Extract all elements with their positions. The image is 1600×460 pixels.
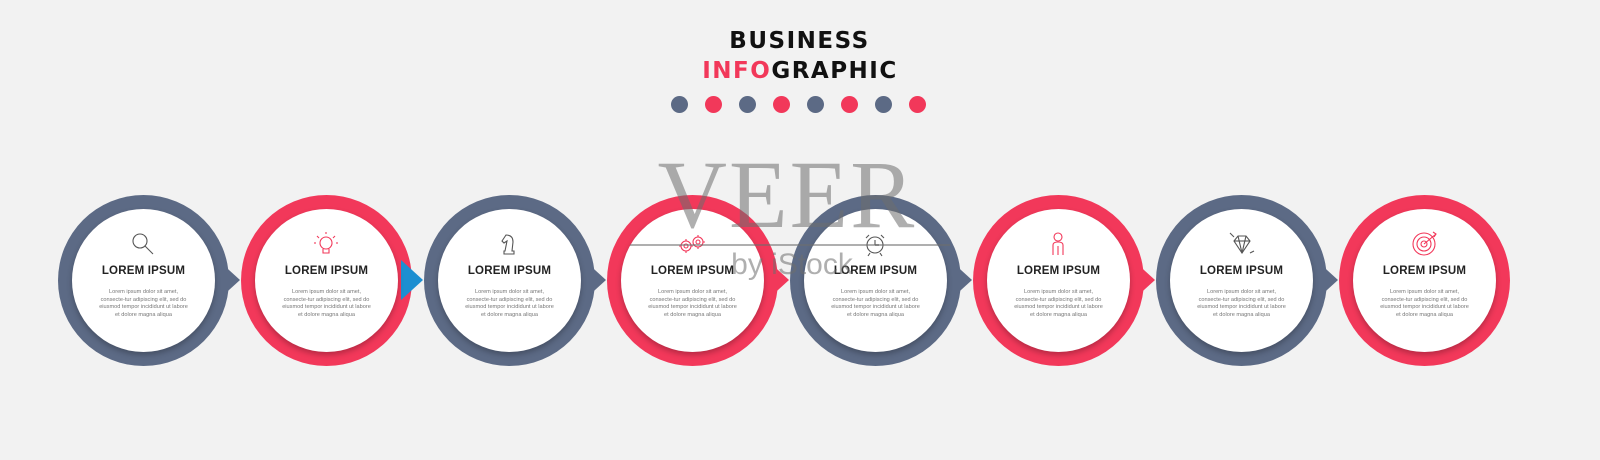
step-title: LOREM IPSUM (833, 265, 918, 277)
step-arrow (584, 260, 606, 300)
diamond-icon (1226, 229, 1256, 259)
step-arrow (1316, 260, 1338, 300)
step-card: LOREM IPSUM Lorem ipsum dolor sit amet, c… (804, 209, 947, 352)
decorative-dots (671, 96, 926, 113)
step-1: LOREM IPSUM Lorem ipsum dolor sit amet, c… (58, 195, 240, 366)
dot (909, 96, 926, 113)
step-card: LOREM IPSUM Lorem ipsum dolor sit amet, c… (987, 209, 1130, 352)
infographic-title: BUSINESS INFOGRAPHIC (0, 26, 1600, 86)
step-card: LOREM IPSUM Lorem ipsum dolor sit amet, c… (1170, 209, 1313, 352)
step-description: Lorem ipsum dolor sit amet, consecte-tur… (1197, 289, 1286, 318)
magnifier-icon (128, 229, 158, 259)
step-description: Lorem ipsum dolor sit amet, consecte-tur… (465, 289, 554, 318)
step-title: LOREM IPSUM (284, 265, 369, 277)
step-arrow (1133, 260, 1155, 300)
step-title: LOREM IPSUM (467, 265, 552, 277)
step-description: Lorem ipsum dolor sit amet, consecte-tur… (282, 289, 371, 318)
dot (705, 96, 722, 113)
step-7: LOREM IPSUM Lorem ipsum dolor sit amet, c… (1156, 195, 1338, 366)
step-8: LOREM IPSUM Lorem ipsum dolor sit amet, c… (1339, 195, 1510, 366)
target-icon (1409, 229, 1439, 259)
step-description: Lorem ipsum dolor sit amet, consecte-tur… (1380, 289, 1469, 318)
step-title: LOREM IPSUM (650, 265, 735, 277)
step-description: Lorem ipsum dolor sit amet, consecte-tur… (99, 289, 188, 318)
chess-knight-icon (494, 229, 524, 259)
step-title: LOREM IPSUM (101, 265, 186, 277)
step-description: Lorem ipsum dolor sit amet, consecte-tur… (648, 289, 737, 318)
step-5: LOREM IPSUM Lorem ipsum dolor sit amet, c… (790, 195, 972, 366)
step-4: LOREM IPSUM Lorem ipsum dolor sit amet, c… (607, 195, 789, 366)
step-description: Lorem ipsum dolor sit amet, consecte-tur… (1014, 289, 1103, 318)
step-title: LOREM IPSUM (1199, 265, 1284, 277)
title-line-business: BUSINESS (729, 28, 870, 54)
step-title: LOREM IPSUM (1382, 265, 1467, 277)
step-card: LOREM IPSUM Lorem ipsum dolor sit amet, c… (72, 209, 215, 352)
step-card: LOREM IPSUM Lorem ipsum dolor sit amet, c… (621, 209, 764, 352)
step-description: Lorem ipsum dolor sit amet, consecte-tur… (831, 289, 920, 318)
step-arrow (950, 260, 972, 300)
step-card: LOREM IPSUM Lorem ipsum dolor sit amet, c… (1353, 209, 1496, 352)
gears-icon (677, 229, 707, 259)
person-icon (1043, 229, 1073, 259)
lightbulb-icon (311, 229, 341, 259)
title-rest: GRAPHIC (771, 58, 898, 84)
dot (773, 96, 790, 113)
step-3: LOREM IPSUM Lorem ipsum dolor sit amet, c… (424, 195, 606, 366)
step-card: LOREM IPSUM Lorem ipsum dolor sit amet, c… (255, 209, 398, 352)
dot (807, 96, 824, 113)
step-card: LOREM IPSUM Lorem ipsum dolor sit amet, c… (438, 209, 581, 352)
step-6: LOREM IPSUM Lorem ipsum dolor sit amet, c… (973, 195, 1155, 366)
step-arrow (401, 260, 423, 300)
step-2: LOREM IPSUM Lorem ipsum dolor sit amet, c… (241, 195, 423, 366)
step-arrow (218, 260, 240, 300)
step-title: LOREM IPSUM (1016, 265, 1101, 277)
dot (671, 96, 688, 113)
alarm-clock-icon (860, 229, 890, 259)
dot (875, 96, 892, 113)
title-accent: INFO (702, 58, 772, 84)
step-arrow (767, 260, 789, 300)
dot (841, 96, 858, 113)
dot (739, 96, 756, 113)
title-line-infographic: INFOGRAPHIC (0, 56, 1600, 86)
